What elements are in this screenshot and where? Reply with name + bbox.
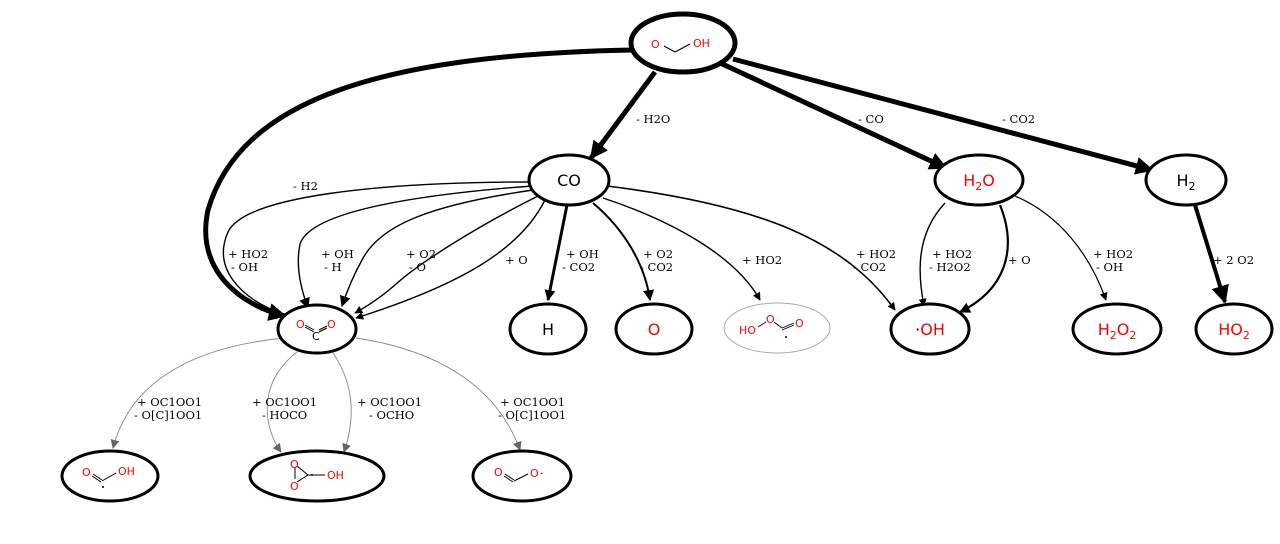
node-ho2[interactable]: HO2 <box>1194 302 1274 356</box>
edge-co2-dioxirane <box>266 351 298 453</box>
edge-co-o <box>592 202 655 302</box>
hcooh-atom-o: O <box>651 38 660 51</box>
edge-label-co-o: + O2 - CO2 <box>640 247 677 274</box>
edge-label-h2o-oh-o: + O <box>1008 253 1031 267</box>
hcooh2-atom-o: O <box>82 466 91 479</box>
dioxirane-atom-o1: O <box>290 458 299 471</box>
co-label: CO <box>557 171 581 190</box>
edge-label-co2-hcooh2: + OC1OO1 - OCHO <box>357 395 426 422</box>
node-h2[interactable]: H2 <box>1144 153 1228 207</box>
node-h[interactable]: H <box>508 302 588 356</box>
edge-label-co-co2-o2: + O2 - O <box>406 247 440 274</box>
edge-co2-hcooh2 <box>332 352 352 453</box>
hooco-atom-o: O <box>766 313 775 326</box>
hooco-atom-o2: O <box>795 317 804 330</box>
oh-label: ·OH <box>915 320 945 339</box>
h-label: H <box>542 320 554 339</box>
edge-h2o-h2o2 <box>1014 195 1108 301</box>
co2-atom-o2: O <box>327 318 336 331</box>
edge-co2-ocoo <box>355 337 522 451</box>
edge-hcooh-co <box>588 70 658 160</box>
edge-co-oh <box>606 185 896 311</box>
h2o-label: H2O <box>963 171 995 193</box>
edge-label-co-co2-oh: + OH - H <box>321 247 357 274</box>
edge-label-hcooh-co: - H2O <box>636 112 670 126</box>
edge-co2-hcooh <box>110 337 286 449</box>
node-co[interactable]: CO <box>527 153 611 207</box>
node-hooco[interactable]: HO O O <box>723 302 831 354</box>
node-hcooh[interactable]: O OH <box>628 11 738 75</box>
edge-h2-ho2 <box>1193 204 1229 304</box>
edge-hcooh-h2o <box>716 59 948 171</box>
dioxirane-atom-oh: OH <box>327 469 344 482</box>
node-h2o2[interactable]: H2O2 <box>1071 302 1163 356</box>
node-ocoo[interactable]: O O · <box>471 449 573 503</box>
h2o2-label: H2O2 <box>1098 320 1137 342</box>
ocoo-atom-o: O <box>494 466 503 479</box>
edge-label-co-co2-h2: - H2 <box>293 179 318 193</box>
edge-label-h2o-oh-ho2: + HO2 - H2O2 <box>929 247 976 274</box>
h2-label: H2 <box>1176 171 1195 193</box>
ocoo-atom-o2: O <box>530 467 539 480</box>
edge-h2o-oh-o <box>959 204 1009 313</box>
o-label: O <box>648 320 661 339</box>
edge-h2o-oh-ho2 <box>918 202 946 307</box>
edge-hcooh-co2 <box>203 47 633 321</box>
hooco-atom-ho: HO <box>739 324 756 337</box>
edge-hcooh-h2 <box>732 56 1154 175</box>
edge-label-co-oh: + HO2 - CO2 <box>853 247 900 274</box>
edge-co-co2-ho2 <box>297 185 533 310</box>
edge-label-h2-ho2: + 2 O2 <box>1213 253 1254 267</box>
hcooh-atom-oh: OH <box>693 37 710 50</box>
edge-label-co2-hcooh: + OC1OO1 - O[C]1OO1 <box>134 395 206 422</box>
dioxirane-atom-o2: O <box>290 480 299 493</box>
node-co2[interactable]: O C O <box>276 303 358 355</box>
edge-labels: - H2O - CO - CO2 - H2 + HO2 - OH + OH - … <box>134 112 1254 422</box>
edge-label-co2-dioxirane: + OC1OO1 - HOCO <box>252 395 321 422</box>
edge-co-co2-oh <box>339 189 534 308</box>
node-h2o[interactable]: H2O <box>933 153 1025 207</box>
ho2-label: HO2 <box>1218 320 1250 342</box>
edge-label-co-h: + OH - CO2 <box>562 247 602 274</box>
edge-label-co-co2-ho2: + HO2 - OH <box>228 247 272 274</box>
edge-co-co2-o <box>355 199 546 320</box>
node-dioxirane[interactable]: O O OH <box>248 449 386 503</box>
edge-label-hcooh-h2: - CO2 <box>1002 112 1035 126</box>
co2-atom-o1: O <box>296 318 305 331</box>
edge-co-co2-h2 <box>222 181 533 316</box>
edges <box>110 47 1229 453</box>
hcooh2-atom-oh: OH <box>118 465 135 478</box>
edge-label-co-hooco: + HO2 <box>742 253 782 267</box>
edge-co-hooco <box>602 197 761 301</box>
edge-label-co-co2-o: + O <box>505 253 528 267</box>
edge-label-h2o-h2o2: + HO2 - OH <box>1093 247 1137 274</box>
edge-co-h <box>544 204 569 302</box>
node-oh[interactable]: ·OH <box>889 302 971 356</box>
node-o[interactable]: O <box>614 302 694 356</box>
edge-label-co2-ocoo: + OC1OO1 - O[C]1OO1 <box>498 395 569 422</box>
edge-label-hcooh-h2o: - CO <box>858 112 884 126</box>
co2-atom-c: C <box>312 330 320 343</box>
ocoo-radical-dot: · <box>540 467 544 480</box>
node-hcooh-product[interactable]: O OH <box>60 449 160 503</box>
edge-co-co2-o2 <box>354 195 539 314</box>
